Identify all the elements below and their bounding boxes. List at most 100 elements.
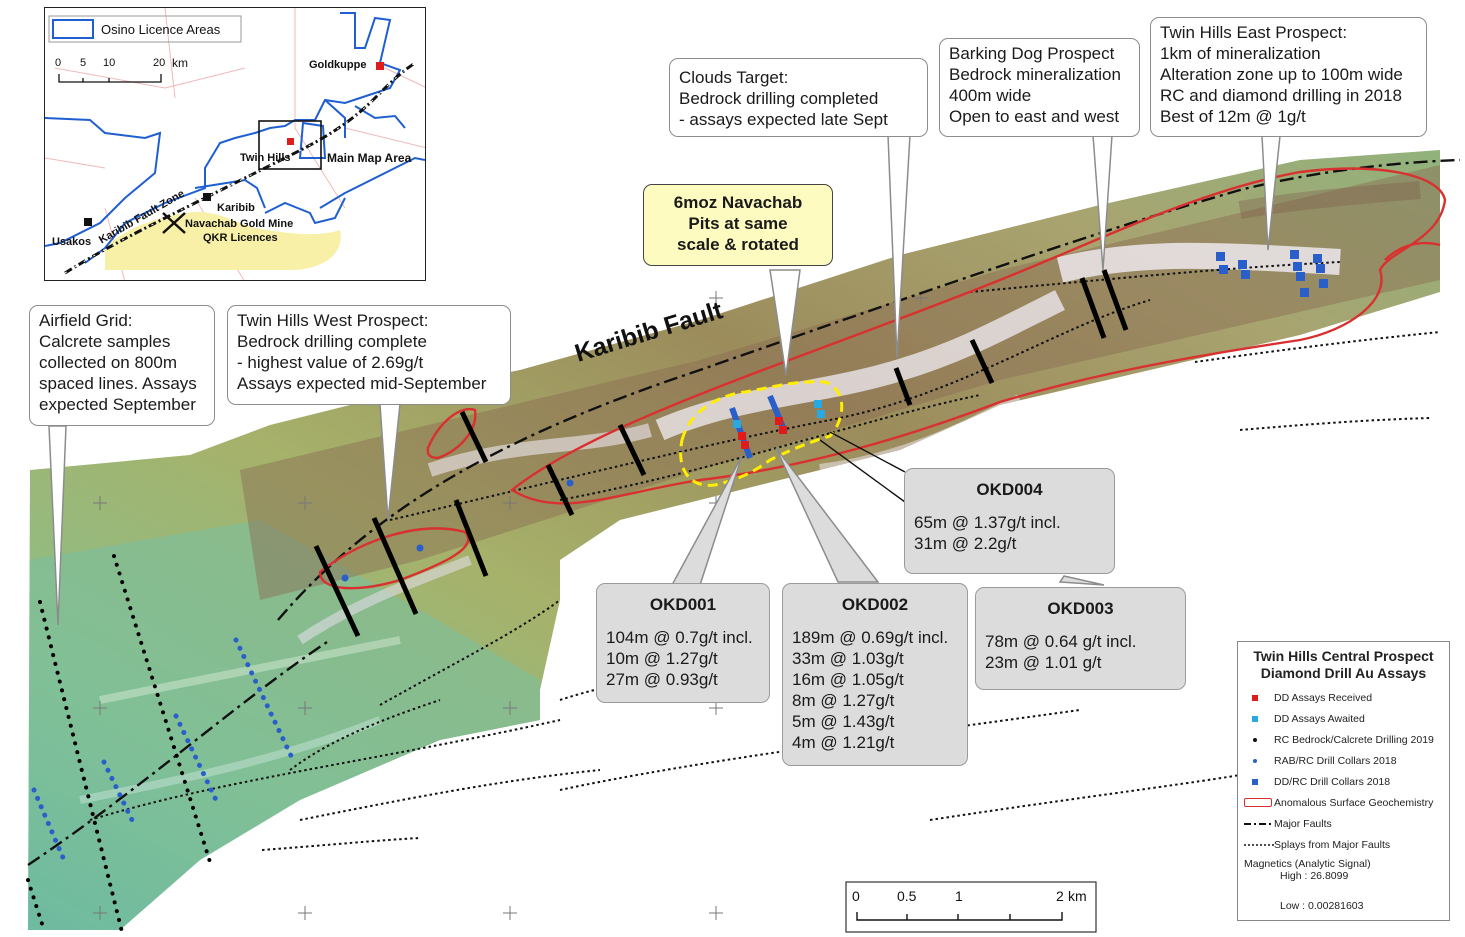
legend-item-rc-2019: RC Bedrock/Calcrete Drilling 2019 (1244, 734, 1434, 746)
barking-dog-callout: Barking Dog Prospect Bedrock mineralizat… (939, 38, 1140, 137)
inset-scale-unit: km (172, 56, 188, 70)
dot-black-icon (1244, 735, 1274, 745)
legend-label: RAB/RC Drill Collars 2018 (1274, 755, 1397, 767)
okd002-results: OKD002 189m @ 0.69g/t incl. 33m @ 1.03g/… (782, 583, 968, 766)
legend-item-dd-2018: DD/RC Drill Collars 2018 (1244, 776, 1390, 788)
scale-label-0: 0 (852, 888, 860, 904)
intercept-line: 65m @ 1.37g/t incl. (914, 513, 1061, 532)
grid-cross (298, 496, 312, 510)
navachab-pits-callout: 6moz Navachab Pits at same scale & rotat… (643, 184, 833, 266)
intercept-line: 104m @ 0.7g/t incl. (606, 628, 753, 647)
legend-label: DD/RC Drill Collars 2018 (1274, 776, 1391, 788)
grid-cross (503, 496, 517, 510)
callout-line: Open to east and west (949, 107, 1120, 126)
drill-hole-title: OKD001 (649, 595, 717, 614)
dash-dot-line-icon (1244, 819, 1274, 829)
grid-cross (503, 701, 517, 715)
intercept-line: 31m @ 2.2g/t (914, 534, 1017, 553)
drill-section-lines (313, 269, 1129, 638)
callout-line: Clouds Target: (679, 68, 789, 87)
fault-splays (89, 261, 1441, 851)
legend-item-splays: Splays from Major Faults (1244, 839, 1390, 851)
callout-line: scale & rotated (677, 235, 799, 254)
okd004-pointer (819, 431, 906, 503)
location-inset-map: Osino Licence Areas 0 5 10 20 km Goldkup… (44, 7, 426, 281)
inset-label-navachab: Navachab Gold Mine (185, 218, 294, 230)
drill-hole-title: OKD003 (1047, 599, 1114, 618)
inset-label-karibib: Karibib (217, 202, 255, 214)
callout-line: Bedrock drilling completed (679, 89, 879, 108)
grid-cross (93, 496, 107, 510)
intercept-line: 78m @ 0.64 g/t incl. (985, 632, 1137, 651)
inset-label-goldkuppe: Goldkuppe (309, 59, 367, 71)
legend-label: DD Assays Awaited (1274, 713, 1365, 725)
legend-title-line: Diamond Drill Au Assays (1260, 665, 1427, 681)
callout-line: RC and diamond drilling in 2018 (1160, 86, 1402, 105)
red-box-icon (1244, 798, 1274, 808)
callout-line: Pits at same (688, 214, 788, 233)
qkr-licence-area (105, 211, 341, 270)
legend-magnetics-title: Magnetics (Analytic Signal) (1244, 858, 1371, 870)
legend-item-anomaly: Anomalous Surface Geochemistry (1244, 797, 1433, 809)
intercept-line: 23m @ 1.01 g/t (985, 653, 1102, 672)
intercept-line: 10m @ 1.27g/t (606, 649, 718, 668)
grid-cross (93, 906, 107, 920)
legend-label: Splays from Major Faults (1274, 839, 1391, 851)
drill-box-pointers (670, 447, 1105, 586)
grid-cross (93, 701, 107, 715)
main-map-area-box (258, 120, 322, 170)
drill-hole-title: OKD002 (841, 595, 909, 614)
twin-hills-east-callout: Twin Hills East Prospect: 1km of mineral… (1150, 17, 1427, 137)
intercept-line: 8m @ 1.27g/t (792, 691, 895, 710)
callout-line: Bedrock drilling complete (237, 332, 427, 351)
legend-item-major-faults: Major Faults (1244, 818, 1332, 830)
intercept-line: 16m @ 1.05g/t (792, 670, 904, 689)
inset-scale-20: 20 (153, 57, 166, 69)
inset-scale-0: 0 (55, 57, 62, 69)
map-legend: Twin Hills Central Prospect Diamond Dril… (1237, 641, 1450, 921)
airfield-grid-callout: Airfield Grid: Calcrete samples collecte… (29, 305, 215, 426)
callout-line: expected September (39, 395, 196, 414)
inset-scale-10: 10 (103, 57, 116, 69)
okd001-results: OKD001 104m @ 0.7g/t incl. 10m @ 1.27g/t… (596, 583, 770, 703)
callout-line: Alteration zone up to 100m wide (1160, 65, 1403, 84)
dd-collars-central (729, 394, 825, 460)
legend-title-line: Twin Hills Central Prospect (1253, 648, 1434, 664)
clouds-target-callout: Clouds Target: Bedrock drilling complete… (669, 58, 928, 137)
scale-label-1: 1 (955, 888, 963, 904)
inset-label-main-map: Main Map Area (327, 151, 412, 165)
legend-label: DD Assays Received (1274, 692, 1373, 704)
callout-line: Barking Dog Prospect (949, 44, 1115, 63)
legend-label: Anomalous Surface Geochemistry (1274, 797, 1434, 809)
intercept-line: 5m @ 1.43g/t (792, 712, 895, 731)
callout-line: Best of 12m @ 1g/t (1160, 107, 1306, 126)
grid-cross (709, 906, 723, 920)
intercept-line: 33m @ 1.03g/t (792, 649, 904, 668)
callout-line: Bedrock mineralization (949, 65, 1121, 84)
legend-item-rab-2018: RAB/RC Drill Collars 2018 (1244, 755, 1397, 767)
intercept-line: 189m @ 0.69g/t incl. (792, 628, 949, 647)
callout-line: Twin Hills East Prospect: (1160, 23, 1348, 42)
callout-line: 6moz Navachab (673, 193, 803, 212)
callout-line: Twin Hills West Prospect: (237, 311, 429, 330)
anomalous-geochemistry (318, 167, 1447, 590)
grid-cross (298, 906, 312, 920)
square-red-icon (1244, 693, 1274, 703)
legend-label: RC Bedrock/Calcrete Drilling 2019 (1274, 734, 1434, 746)
legend-item-assays-awaited: DD Assays Awaited (1244, 713, 1365, 725)
inset-map-drawing (45, 8, 425, 280)
inset-label-usakos: Usakos (52, 236, 92, 248)
legend-magnetics-high: High : 26.8099 (1280, 870, 1349, 882)
callout-line: collected on 800m (39, 353, 177, 372)
scale-label-unit: km (1068, 888, 1087, 904)
callout-line: spaced lines. Assays (39, 374, 197, 393)
intercept-line: 27m @ 0.93g/t (606, 670, 718, 689)
dotted-line-icon (1244, 840, 1274, 850)
scale-label-2: 2 (1056, 888, 1064, 904)
grid-cross (503, 906, 517, 920)
okd004-results: OKD004 65m @ 1.37g/t incl. 31m @ 2.2g/t (904, 468, 1115, 574)
square-cyan-icon (1244, 714, 1274, 724)
okd003-results: OKD003 78m @ 0.64 g/t incl. 23m @ 1.01 g… (975, 587, 1186, 690)
legend-magnetics-low: Low : 0.00281603 (1280, 900, 1364, 912)
